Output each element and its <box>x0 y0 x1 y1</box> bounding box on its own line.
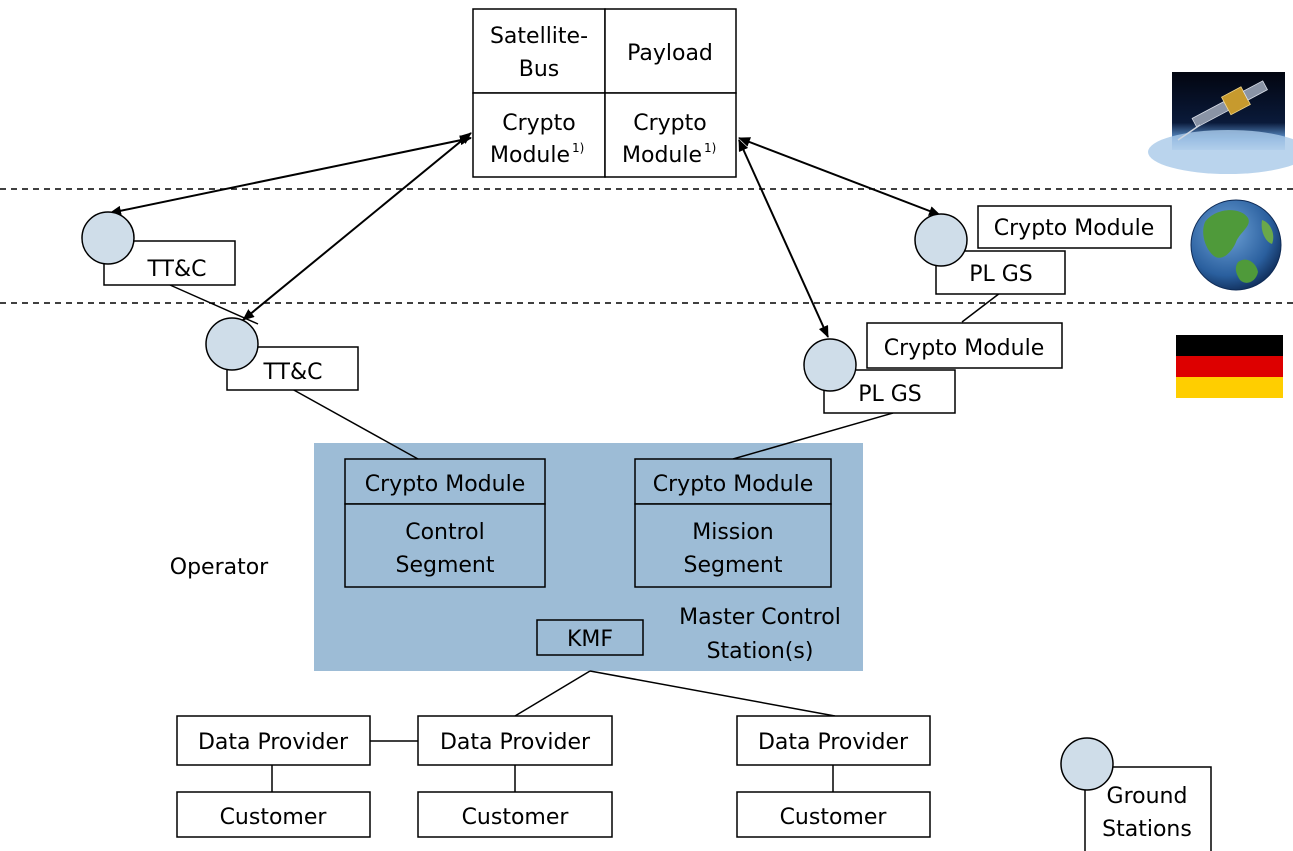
customer-box <box>176 791 371 838</box>
provider-group-3: Data Provider Customer <box>736 715 931 838</box>
plgs-domestic-label: PL GS <box>858 382 922 407</box>
customer-box <box>736 791 931 838</box>
satellite-block: Satellite- Bus Payload Crypto Module 1) … <box>472 8 737 178</box>
crypto-module-domestic-box <box>866 322 1063 369</box>
crypto-module-foreign-box <box>977 205 1172 249</box>
ground-station-icon <box>205 317 259 371</box>
satellite-bus-label-2: Bus <box>519 57 560 82</box>
data-provider-label: Data Provider <box>440 730 591 755</box>
crypto-left-footnote: 1) <box>572 141 584 155</box>
control-crypto-label: Crypto Module <box>365 472 525 497</box>
provider-group-2: Data Provider Customer <box>417 715 613 838</box>
mission-segment-label-2: Segment <box>684 553 783 578</box>
mission-segment-box <box>634 503 832 588</box>
payload-box <box>604 8 737 94</box>
satellite-bus-box <box>472 8 606 94</box>
control-crypto-box <box>344 458 546 505</box>
kmf-to-provider2-line <box>514 670 591 717</box>
kmf-box <box>536 619 644 656</box>
control-segment-label-2: Segment <box>396 553 495 578</box>
plgs-station-foreign: PL GS Crypto Module <box>914 205 1172 295</box>
data-provider-box <box>176 715 371 766</box>
customer-label: Customer <box>462 805 570 830</box>
legend-ground-stations: Ground Stations <box>1060 737 1212 851</box>
payload-label: Payload <box>627 41 713 66</box>
kmf-label: KMF <box>567 627 613 652</box>
arrow-sat-ttc-domestic <box>242 132 472 321</box>
customer-label: Customer <box>220 805 328 830</box>
mission-crypto-box <box>634 458 832 505</box>
ground-station-icon <box>914 213 968 267</box>
data-provider-label: Data Provider <box>198 730 349 755</box>
customer-box <box>417 791 613 838</box>
crypto-module-domestic-label: Crypto Module <box>884 336 1044 361</box>
master-control-title-2: Station(s) <box>707 639 814 664</box>
ground-station-icon <box>1060 737 1114 791</box>
crypto-right-footnote: 1) <box>704 141 716 155</box>
kmf-to-provider3-line <box>589 670 836 717</box>
legend-label-1: Ground <box>1107 784 1188 809</box>
control-segment-box <box>344 503 546 588</box>
ttc-station-foreign: TT&C <box>81 211 236 286</box>
ttc-station-domestic: TT&C <box>205 317 359 391</box>
ground-station-icon <box>81 211 135 265</box>
operator-label: Operator <box>170 555 269 580</box>
crypto-left-label-2: Module <box>490 143 570 168</box>
earth-globe-icon <box>1190 199 1282 291</box>
ttc-to-control-line <box>291 388 419 460</box>
arrow-sat-ttc-foreign <box>109 135 472 216</box>
crypto-left-label-1: Crypto <box>502 111 575 136</box>
satellite-bus-label-1: Satellite- <box>490 24 588 49</box>
provider-group-1: Data Provider Customer <box>176 715 371 838</box>
ttc-foreign-label: TT&C <box>146 257 206 282</box>
master-control-title-1: Master Control <box>679 605 841 630</box>
german-flag-icon <box>1176 335 1283 398</box>
connection-lines <box>169 284 1001 792</box>
ground-station-icon <box>803 338 857 392</box>
crypto-right-label-1: Crypto <box>633 111 706 136</box>
crypto-right-label-2: Module <box>622 143 702 168</box>
data-provider-box <box>417 715 613 766</box>
satellite-image-icon <box>1148 72 1293 174</box>
legend-label-2: Stations <box>1102 817 1192 842</box>
data-provider-box <box>736 715 931 766</box>
crypto-module-left-box <box>472 92 606 178</box>
plgs-station-domestic: PL GS Crypto Module <box>803 322 1063 414</box>
mission-segment-block: Crypto Module Mission Segment <box>634 458 832 588</box>
crypto-module-right-box <box>604 92 737 178</box>
mission-crypto-label: Crypto Module <box>653 472 813 497</box>
arrow-sat-plgs-foreign <box>738 137 941 216</box>
ttc-domestic-label: TT&C <box>262 360 322 385</box>
data-provider-label: Data Provider <box>758 730 909 755</box>
link-arrows <box>109 132 941 338</box>
plgs-foreign-to-domestic-line <box>961 292 1001 323</box>
plgs-foreign-label: PL GS <box>969 262 1033 287</box>
control-segment-label-1: Control <box>405 520 485 545</box>
plgs-to-mission-line <box>732 412 894 460</box>
crypto-module-foreign-label: Crypto Module <box>994 216 1154 241</box>
arrow-sat-plgs-domestic <box>738 139 829 338</box>
customer-label: Customer <box>780 805 888 830</box>
mission-segment-label-1: Mission <box>692 520 774 545</box>
control-segment-block: Crypto Module Control Segment <box>344 458 546 588</box>
